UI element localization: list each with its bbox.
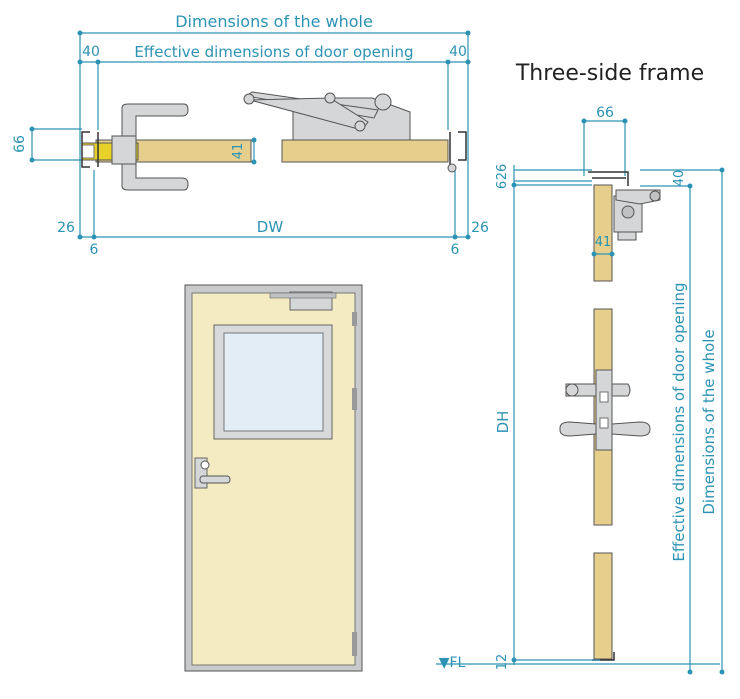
- leaf-41-label: 41: [231, 143, 246, 160]
- section-lock-case: [595, 369, 613, 451]
- lever-handle-top: [121, 103, 189, 141]
- dim-dot: [29, 126, 35, 132]
- top-plan-view: Dimensions of the whole Effective dimens…: [12, 12, 489, 258]
- section-leaf-41-label: 41: [595, 235, 612, 250]
- closer-arm-lower: [249, 97, 369, 131]
- dim-dot: [465, 234, 471, 240]
- hinge-knuckle: [447, 163, 457, 173]
- side-section-view: 66 26 6 40 DH Effective dimensions of do…: [436, 105, 725, 675]
- dim-dot: [591, 251, 597, 257]
- closer-pivot: [374, 93, 392, 111]
- elevation-cylinder: [200, 460, 210, 470]
- right-frame-profile: [458, 131, 467, 161]
- dim-dot: [251, 159, 257, 165]
- dim-dot: [687, 183, 693, 189]
- left-40-label: 40: [82, 44, 100, 60]
- hinge: [352, 388, 357, 410]
- drawing-title: Three-side frame: [515, 61, 704, 86]
- opening-height-label: Effective dimensions of door opening: [670, 282, 688, 561]
- lever-rose: [111, 135, 137, 165]
- dw-label: DW: [257, 218, 284, 236]
- right-6-label: 6: [451, 242, 460, 258]
- right-40-label: 40: [449, 44, 467, 60]
- dim-dot: [719, 669, 725, 675]
- dim-dot: [511, 182, 517, 188]
- overall-width-label: Dimensions of the whole: [175, 12, 373, 31]
- section-closer-pin: [649, 190, 661, 202]
- left-26-label: 26: [57, 220, 75, 236]
- top-26-label: 26: [495, 164, 510, 181]
- section-leaf-bottom: [593, 552, 613, 660]
- section-lock-bolt: [599, 417, 609, 429]
- section-closer-base: [617, 231, 637, 241]
- dim-dot: [91, 234, 97, 240]
- section-lock-latch: [599, 391, 609, 403]
- section-closer-arm: [615, 189, 661, 205]
- lock-faceplate: [81, 144, 95, 159]
- closer-pivot: [324, 92, 336, 104]
- bottom-12-label: 12: [495, 654, 510, 671]
- dim-dot: [452, 234, 458, 240]
- dim-dot: [251, 137, 257, 143]
- elevation-lever: [199, 475, 231, 484]
- section-key-knob: [565, 383, 579, 397]
- dim-dot: [609, 251, 615, 257]
- door-leaf-section-right: [281, 139, 449, 163]
- dh-label: DH: [494, 411, 512, 434]
- frame-66-label: 66: [596, 105, 614, 121]
- section-lever-right: [611, 421, 651, 437]
- right-26-label: 26: [471, 220, 489, 236]
- lever-handle-bottom: [121, 161, 189, 191]
- floor-label: ▼FL: [439, 655, 466, 671]
- top-6-label: 6: [495, 181, 510, 189]
- dim-dot: [29, 157, 35, 163]
- closer-pivot: [243, 93, 255, 105]
- left-frame-profile: [81, 131, 90, 168]
- dim-dot: [687, 669, 693, 675]
- elevation-closer-arm: [269, 292, 337, 299]
- hinge: [352, 632, 357, 656]
- height-66-label: 66: [12, 135, 28, 153]
- opening-width-label: Effective dimensions of door opening: [134, 43, 413, 61]
- section-lever-left: [559, 421, 597, 437]
- left-6-label: 6: [90, 242, 99, 258]
- door-elevation: [184, 284, 363, 672]
- hinge: [352, 312, 357, 326]
- section-closer-pivot: [621, 205, 635, 219]
- vision-panel-glass: [223, 332, 324, 432]
- head-frame-profile: [588, 171, 629, 186]
- dim-dot: [77, 234, 83, 240]
- section-thumbturn: [611, 383, 631, 397]
- dim-dot: [719, 167, 725, 173]
- closer-pivot: [354, 120, 366, 132]
- overall-height-label: Dimensions of the whole: [700, 329, 718, 514]
- section-leaf-top: [593, 184, 613, 282]
- frame-40-label: 40: [672, 170, 687, 187]
